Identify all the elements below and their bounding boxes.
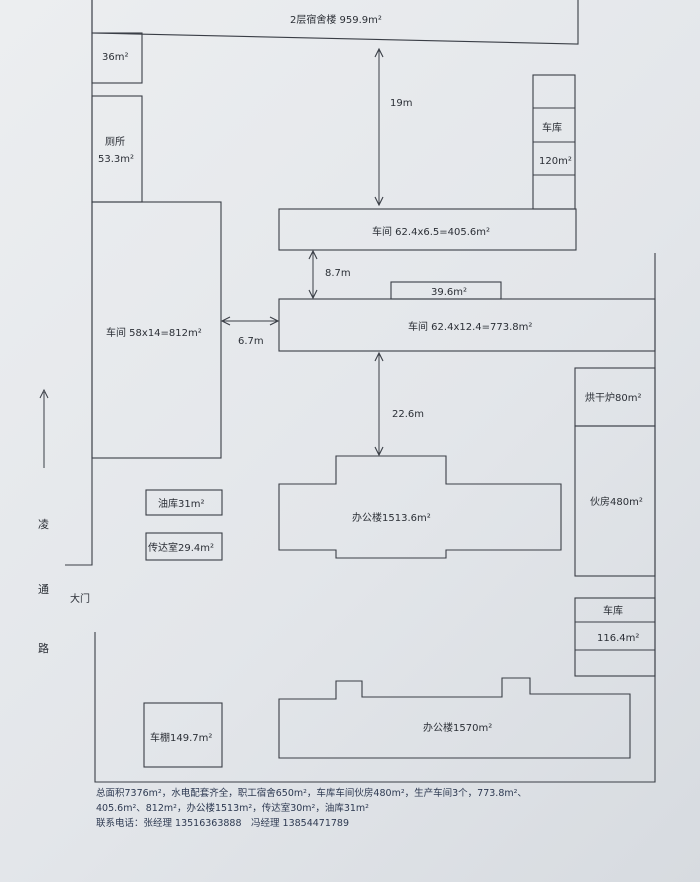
dimension-6-7m-label: 6.7m [238, 336, 264, 347]
footer-line-1: 总面积7376m²，水电配套齐全，职工宿舍650m²，车库车间伙房480m²，生… [96, 788, 527, 799]
garage-top-area-label: 120m² [539, 156, 572, 167]
kitchen-label: 伙房480m² [590, 495, 643, 508]
dimension-8-7m-arrow-top [308, 249, 318, 260]
kitchen-building [574, 425, 656, 577]
workshop-a-building [278, 208, 577, 251]
dimension-8-7m-label: 8.7m [325, 268, 351, 279]
workshop-a-label: 车间 62.4x6.5=405.6m² [372, 225, 490, 238]
workshop-c-building [91, 201, 222, 459]
road-label-char-3: 路 [38, 642, 49, 655]
dimension-19m-arrow-top [374, 47, 384, 58]
oil-store-label: 油库31m² [158, 497, 204, 510]
site-boundary-north-west [65, 0, 93, 566]
guard-room-building [145, 532, 223, 561]
garage-right-label: 车库 [603, 604, 623, 617]
footer-notes: 总面积7376m²，水电配套齐全，职工宿舍650m²，车库车间伙房480m²，生… [96, 786, 686, 831]
carport-building [143, 702, 223, 768]
workshop-b-label: 车间 62.4x12.4=773.8m² [408, 320, 532, 333]
garage-right-building [574, 597, 656, 677]
dimension-22-6m-label: 22.6m [392, 409, 424, 420]
dimension-22-6m-arrow-bottom [374, 446, 384, 457]
road-label-char-2: 通 [38, 583, 49, 596]
road-direction-arrow-head [39, 388, 49, 399]
dimension-19m-arrow-bottom [374, 196, 384, 207]
dormitory-label: 2层宿舍楼 959.9m² [290, 13, 382, 26]
dormitory-building [91, 0, 579, 45]
dimension-22-6m-arrow-top [374, 351, 384, 362]
workshop-c-label: 车间 58x14=812m² [106, 326, 202, 339]
road-label-char-1: 凌 [38, 517, 49, 531]
gate-label: 大门 [70, 592, 90, 605]
room-36 [91, 32, 143, 84]
carport-label: 车棚149.7m² [150, 731, 212, 744]
room-36-label: 36m² [102, 52, 128, 63]
footer-line-2: 405.6m²、812m²，办公楼1513m²，传达室30m²，油库31m² [96, 803, 369, 814]
footer-line-3: 联系电话：张经理 13516363888 冯经理 13854471789 [96, 818, 350, 829]
workshop-b-building [278, 298, 656, 352]
office-2-building [278, 677, 631, 759]
office-1-building [278, 455, 562, 559]
annex-label: 39.6m² [431, 287, 467, 298]
office-1-label: 办公楼1513.6m² [352, 511, 431, 524]
garage-right-area-label: 116.4m² [597, 633, 639, 644]
toilet-area-label: 53.3m² [98, 154, 134, 165]
guard-room-label: 传达室29.4m² [148, 541, 214, 554]
garage-top-label: 车库 [542, 121, 562, 134]
toilet-building [91, 95, 143, 203]
dimension-6-7m-arrow-left [220, 316, 231, 326]
dimension-19m-label: 19m [390, 98, 412, 109]
toilet-label: 厕所 [105, 136, 125, 148]
dimension-6-7m-arrow-right [269, 316, 280, 326]
dimension-8-7m-arrow-bottom [308, 289, 318, 300]
oil-store-building [145, 489, 223, 516]
office-2-label: 办公楼1570m² [423, 721, 492, 734]
dryer-label: 烘干炉80m² [585, 392, 641, 404]
